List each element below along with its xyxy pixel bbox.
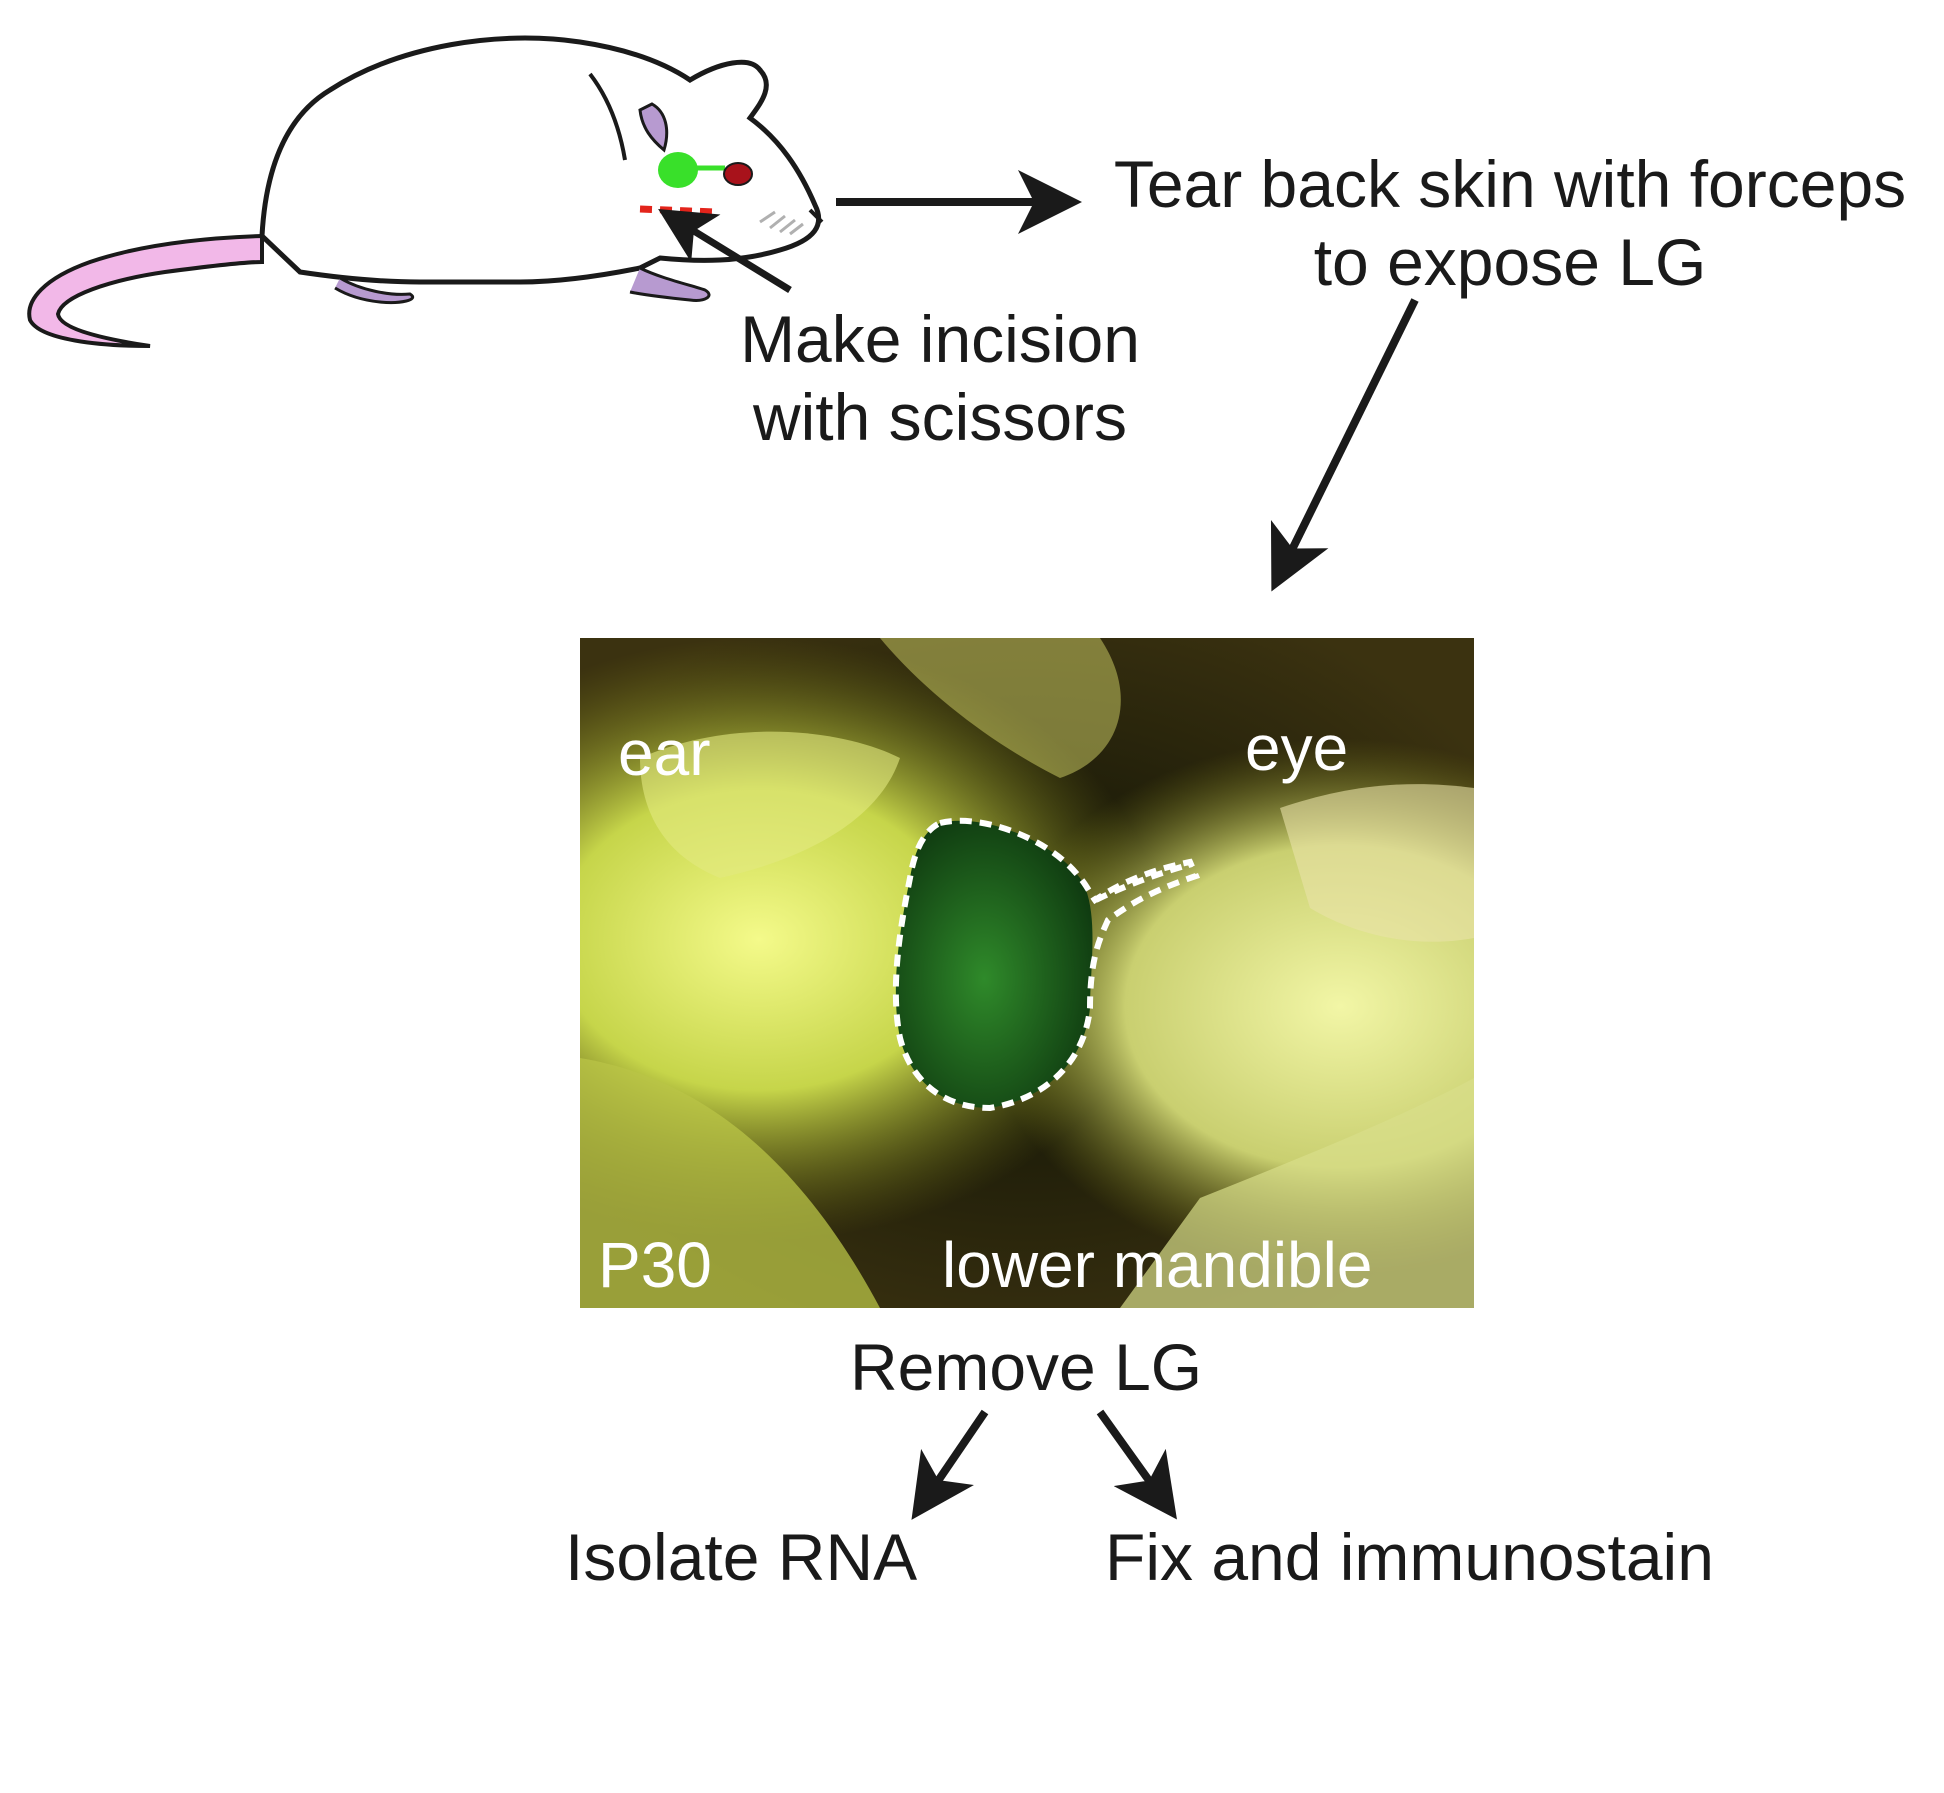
arrow-to-fix [1096,1409,1177,1520]
lacrimal-gland-marker [658,152,698,188]
mandible-label: lower mandible [942,1229,1373,1301]
gland-tissue [895,820,1093,1108]
remove-label: Remove LG [850,1330,1203,1404]
hind-paw [334,276,414,304]
lacrimal-gland-photo: ear eye P30 lower mandible [580,638,1474,1308]
age-label: P30 [598,1229,712,1301]
arrow-to-photo [1270,298,1419,592]
isolate-label: Isolate RNA [565,1520,918,1594]
incision-label: Make incision with scissors [700,300,1180,456]
ear-label: ear [618,717,711,789]
gland-outline [892,817,1201,1112]
tear-skin-label: Tear back skin with forceps to expose LG [1090,145,1930,301]
eye-label: eye [1245,712,1349,784]
tear-skin-line-1: Tear back skin with forceps [1113,147,1907,221]
incision-line-1: Make incision [740,302,1140,376]
mouse-eye [723,162,753,186]
mouse-ear [638,102,669,153]
incision-line-2: with scissors [752,380,1128,454]
arrow-incision-pointer [658,209,792,293]
front-paw [629,266,711,302]
photo-image [580,638,1474,1308]
arrow-to-isolate [911,1409,989,1520]
mouse-tail [27,233,264,348]
fix-label: Fix and immunostain [1105,1520,1714,1594]
tear-skin-line-2: to expose LG [1313,225,1707,299]
mouse-body [259,35,822,285]
